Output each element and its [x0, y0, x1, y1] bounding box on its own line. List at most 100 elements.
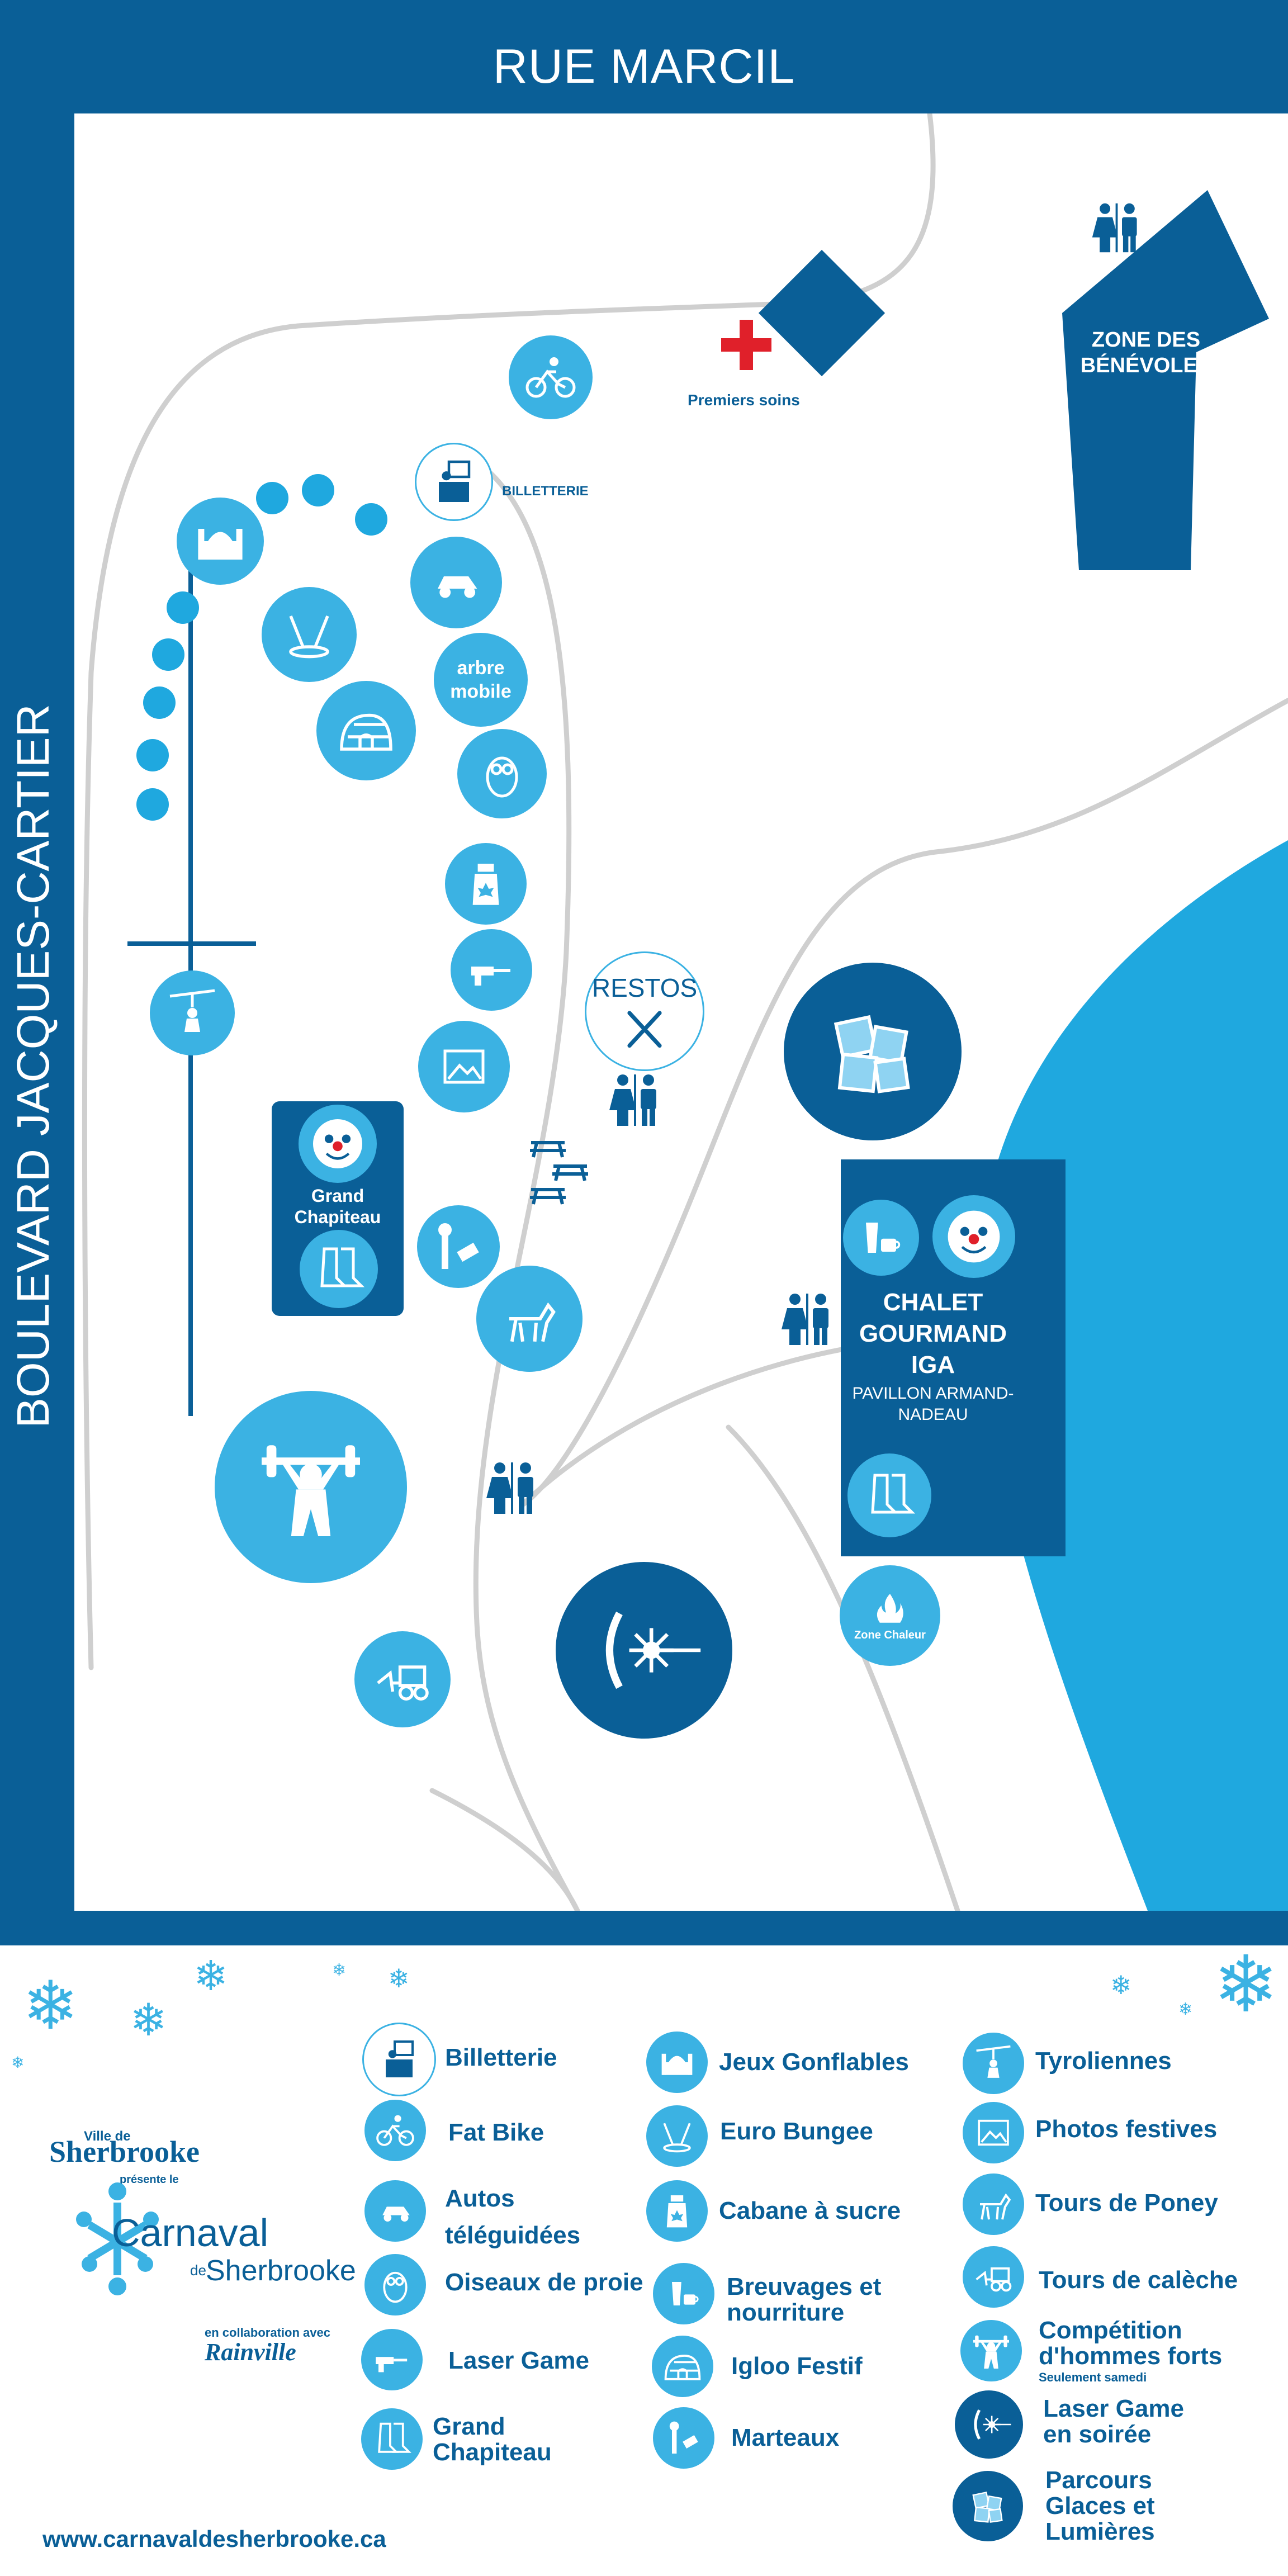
map-boots-icon-chalet: [847, 1453, 931, 1537]
legend-icon-bouncy: [646, 2032, 708, 2093]
map-zone-chaleur[interactable]: Zone Chaleur: [840, 1565, 940, 1666]
restroom-icon-volunteers: [1090, 201, 1143, 254]
city-small-label: Ville de: [84, 2129, 131, 2144]
carnaval-sherbrooke: Sherbrooke: [206, 2255, 356, 2287]
snowflake-icon: ❄: [11, 2054, 25, 2071]
river: [979, 840, 1288, 1911]
chapiteau-label: Grand Chapiteau: [294, 1186, 381, 1227]
path-dot: [167, 591, 199, 624]
top-street-band: [0, 0, 1288, 113]
map-maple-syrup-icon[interactable]: [445, 843, 527, 925]
collab-label: en collaboration avec: [205, 2326, 330, 2340]
legend-icon-igloo: [652, 2336, 713, 2397]
restroom-icon-chalet: [779, 1291, 835, 1347]
carnaval-title: Carnaval: [112, 2211, 269, 2255]
legend-icon-photo: [963, 2102, 1024, 2163]
volunteers-zone-shape: [1062, 190, 1269, 570]
bottom-street-band: [0, 1911, 1288, 1945]
legend-icon-bungee: [646, 2105, 708, 2167]
snowflake-icon: ❄: [130, 1995, 168, 2045]
legend-weightlifter: Compétition d'hommes forts: [1039, 2317, 1223, 2370]
snowflake-icon: ❄: [193, 1953, 229, 1999]
snowflake-icon: ❄: [332, 1961, 347, 1980]
red-cross-icon-vertical: [740, 320, 753, 370]
volunteers-zone-label: ZONE DES BÉNÉVOLES: [1080, 328, 1212, 377]
map-owl-icon[interactable]: [457, 729, 547, 818]
website-link[interactable]: www.carnavaldesherbrooke.ca: [42, 2526, 386, 2552]
path-dot: [136, 788, 169, 821]
chalet-title: CHALET GOURMAND IGA: [859, 1289, 1007, 1379]
legend-icon-carriage: [963, 2246, 1024, 2308]
map-ticketing-icon[interactable]: [415, 443, 493, 521]
snowflake-icon: ❄: [22, 1968, 79, 2043]
map-laser-gun-icon[interactable]: [451, 929, 532, 1011]
legend-icon-laser-night: [955, 2390, 1023, 2459]
legend-weightlifter-note: Seulement samedi: [1039, 2370, 1147, 2384]
map-clown-icon-chalet: [932, 1195, 1015, 1278]
map-paths: [82, 113, 1288, 1911]
legend-icon-maple: [646, 2180, 708, 2242]
map-photo-icon[interactable]: [418, 1021, 510, 1112]
path-dot: [143, 686, 176, 719]
ticketing-label: BILLETTERIE: [502, 484, 589, 499]
legend-fat-bike: Fat Bike: [448, 2119, 544, 2146]
legend-icon-chapiteau: [361, 2408, 423, 2470]
tree-label: arbre mobile: [450, 657, 512, 702]
legend-photo: Photos festives: [1035, 2115, 1218, 2143]
legend-ice: Parcours Glaces et Lumières: [1045, 2466, 1155, 2545]
map-bouncy-castle-icon[interactable]: [177, 498, 264, 585]
zone-chaleur-label: Zone Chaleur: [854, 1628, 926, 1641]
legend-icon-billetterie: [362, 2023, 436, 2096]
legend-billetterie: Billetterie: [445, 2044, 557, 2071]
fire-icon: [877, 1593, 903, 1623]
map-tree-circle[interactable]: arbre mobile: [434, 633, 528, 727]
presents-label: présente le: [120, 2174, 179, 2186]
picnic-tables-icon: [525, 1135, 598, 1213]
map-weightlifter-icon[interactable]: [215, 1391, 407, 1583]
carnaval-logo-icon: [61, 2169, 173, 2303]
map-rc-car-icon[interactable]: [410, 537, 502, 628]
legend-chapiteau: Grand Chapiteau: [433, 2413, 552, 2466]
legend-owl: Oiseaux de proie: [445, 2269, 643, 2296]
snowflake-icon: ❄: [1110, 1971, 1132, 2000]
restroom-icon-restos: [607, 1072, 663, 1128]
legend-drinks: Breuvages et nourriture: [727, 2273, 882, 2326]
path-dot: [355, 503, 387, 536]
fork-knife-icon: [627, 1011, 662, 1048]
legend-icon-zipline: [963, 2033, 1024, 2094]
map-bungee-icon[interactable]: [262, 587, 357, 682]
legend-igloo: Igloo Festif: [731, 2352, 863, 2380]
map-ice-cubes-icon[interactable]: [784, 963, 962, 1140]
snowflake-icon: ❄: [1213, 1940, 1279, 2028]
map-fat-bike-icon[interactable]: [509, 335, 593, 419]
map-pony-icon[interactable]: [476, 1266, 583, 1372]
legend-rc-car: Autos téléguidées: [445, 2185, 581, 2249]
legend-bouncy: Jeux Gonflables: [719, 2048, 909, 2076]
street-name-left: BOULEVARD JACQUES-CARTIER: [8, 704, 59, 1428]
path-dot: [256, 482, 288, 514]
chalet-subtitle: PAVILLON ARMAND-NADEAU: [852, 1384, 1014, 1424]
left-street-band: [0, 0, 74, 1945]
map-restos-circle[interactable]: RESTOS: [585, 951, 704, 1071]
map-igloo-icon[interactable]: [316, 681, 416, 780]
street-name-top: RUE MARCIL: [493, 40, 795, 93]
map-carriage-icon[interactable]: [354, 1631, 451, 1727]
map-hammer-icon[interactable]: [417, 1205, 500, 1288]
legend-zipline: Tyroliennes: [1035, 2047, 1172, 2075]
map-drinks-icon: [843, 1200, 919, 1276]
map-zipline-icon[interactable]: [150, 970, 235, 1055]
legend-maple: Cabane à sucre: [719, 2197, 901, 2224]
legend-laser-night: Laser Game en soirée: [1043, 2395, 1184, 2448]
legend-icon-fat-bike: [364, 2100, 426, 2161]
carnaval-de: de: [190, 2262, 206, 2279]
legend-icon-ice: [953, 2471, 1023, 2541]
first-aid-label: Premiers soins: [688, 391, 800, 409]
legend-icon-laser-game: [361, 2329, 423, 2390]
legend-icon-rc-car: [364, 2180, 426, 2242]
restos-label: RESTOS: [591, 973, 698, 1002]
legend-carriage: Tours de calèche: [1039, 2266, 1238, 2294]
legend-icon-owl: [364, 2254, 426, 2315]
map-laser-night-icon[interactable]: [556, 1562, 732, 1739]
path-dot: [136, 739, 169, 771]
legend-icon-hammer: [653, 2407, 714, 2469]
